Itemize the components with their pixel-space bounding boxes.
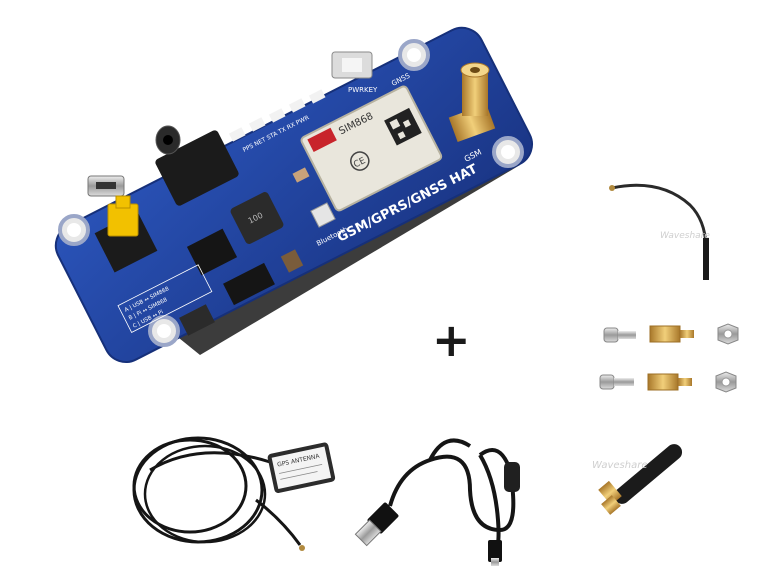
micro-usb-port [87, 175, 125, 197]
chip-soic [223, 262, 275, 306]
audio-jack [155, 125, 239, 206]
plus-sign: + [432, 313, 471, 367]
svg-text:CE: CE [352, 156, 367, 170]
power-inductor: 100 [230, 192, 284, 244]
watermark-1: Waveshare [660, 231, 710, 241]
sma-connector [448, 62, 496, 143]
ipex-pigtail-antenna [609, 183, 709, 280]
gps-antenna: GPS ANTENNA [132, 436, 336, 551]
usb-cable [354, 438, 520, 566]
mounting-holes [58, 39, 524, 347]
gsm-gnss-hat-board: SIM868 CE PWRKEY GNSS GSM [54, 26, 533, 363]
usb-jumper [94, 195, 158, 273]
sim868-module: SIM868 CE [300, 85, 443, 212]
watermark-2: Waveshare [592, 460, 647, 471]
screws-standoffs-nuts [599, 323, 739, 393]
gsm-rubber-antenna [598, 444, 683, 515]
pwrkey-label: PWRKEY [348, 86, 378, 94]
bluetooth-pad [310, 202, 336, 228]
chip-qfn [186, 228, 238, 276]
